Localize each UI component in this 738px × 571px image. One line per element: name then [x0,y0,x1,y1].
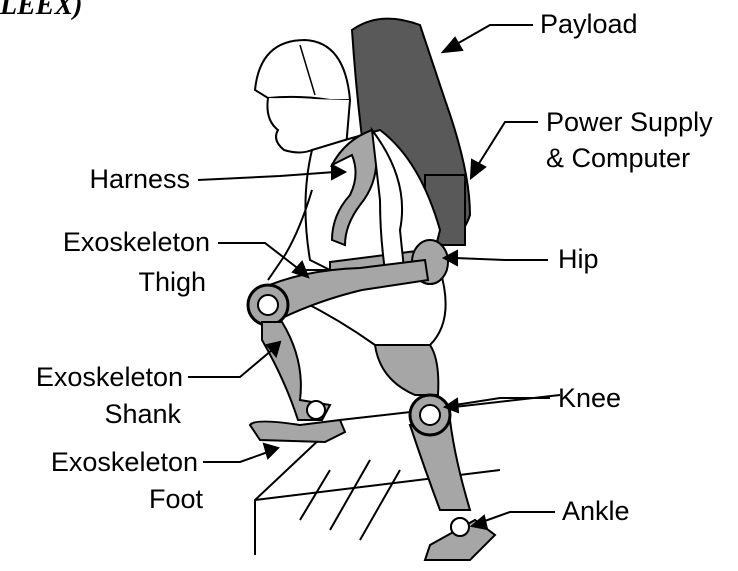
helmet [255,40,350,100]
label-payload: Payload [540,8,638,40]
label-foot-line2: Foot [10,483,203,515]
label-ankle: Ankle [562,495,630,527]
label-hip: Hip [558,243,599,275]
label-power-supply-line2: & Computer [546,142,690,174]
exo-foot-front [250,420,345,442]
label-foot-line1: Exoskeleton [10,446,198,478]
foot-leader [203,452,268,462]
label-harness: Harness [40,163,190,195]
label-knee: Knee [558,382,621,414]
hip-leader [455,258,548,260]
label-thigh-line2: Thigh [20,266,206,298]
rear-shank [375,345,438,395]
label-power-supply-line1: Power Supply [546,106,713,138]
thigh-leader [218,243,300,270]
power-leader [478,122,538,165]
front-ankle-joint [307,401,325,419]
label-thigh-line1: Exoskeleton [20,226,210,258]
label-shank-line1: Exoskeleton [0,361,183,393]
label-shank-line2: Shank [0,398,181,430]
payload-leader [455,25,533,45]
shank-leader [188,350,272,377]
ankle-leader [482,512,555,522]
